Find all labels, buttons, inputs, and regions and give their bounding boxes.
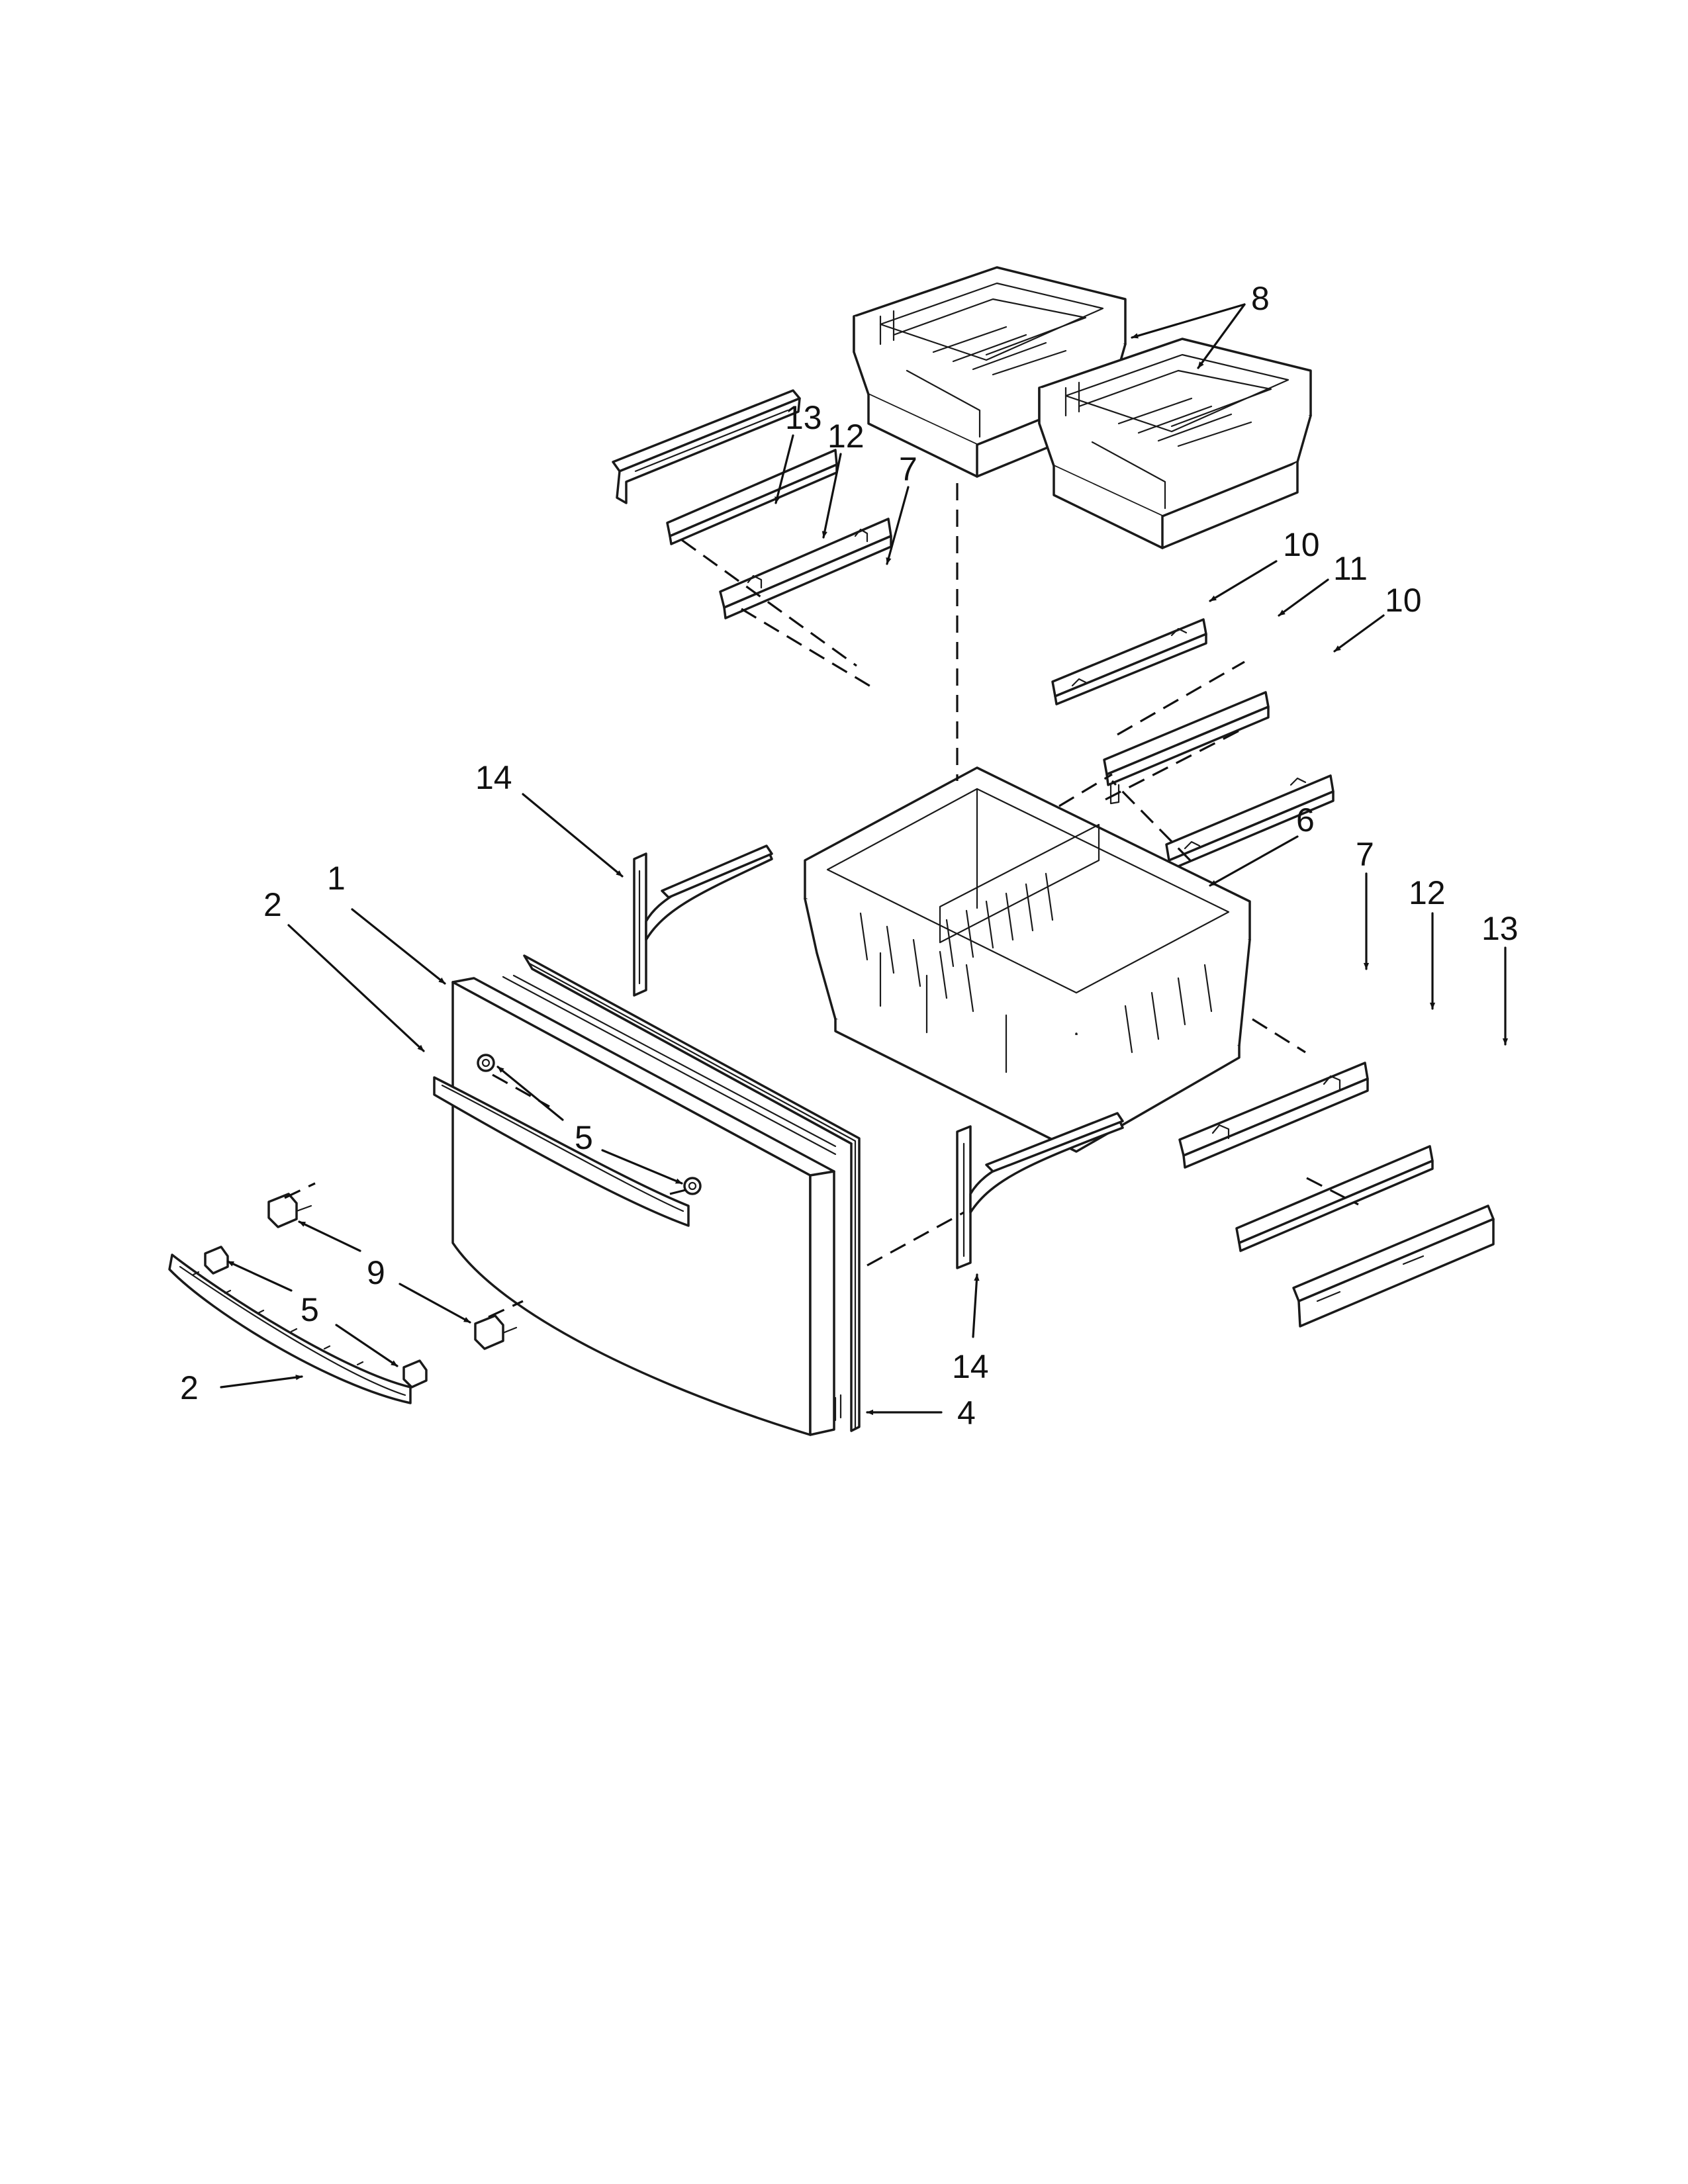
callout-label: 7: [899, 451, 917, 488]
callout-label: 7: [1356, 836, 1374, 873]
callout-label: 12: [1409, 874, 1446, 911]
callout-5-lower: 5: [226, 1260, 399, 1367]
slide-rail-right-10-upper: [1051, 618, 1207, 705]
callout-11: 11: [1278, 550, 1368, 617]
callout-7-right: 7: [1356, 836, 1374, 970]
slide-rail-left-upper: [666, 449, 838, 545]
slide-rail-right-10-lower: [1165, 774, 1335, 871]
callout-8: 8: [1131, 280, 1270, 369]
crisper-bin-left: [853, 266, 1127, 478]
callout-5-upper: 5: [496, 1066, 683, 1185]
callout-1: 1: [327, 860, 446, 985]
callout-label: 8: [1251, 280, 1270, 317]
callout-6: 6: [1209, 801, 1315, 887]
crisper-bin-right: [1038, 338, 1312, 549]
callout-4: 4: [866, 1394, 976, 1432]
callout-7-left: 7: [886, 451, 917, 565]
callout-label: 13: [1481, 910, 1519, 947]
callout-label: 1: [327, 860, 346, 897]
callout-14-lower: 14: [952, 1273, 989, 1385]
callout-10-lower: 10: [1333, 582, 1422, 653]
slide-rail-cap-left-upper: [612, 389, 801, 504]
door-gasket: [523, 954, 861, 1432]
handle-screw-upper-left: [477, 1054, 495, 1072]
drawer-bracket-lower: [956, 1112, 1124, 1269]
callout-label: 14: [475, 759, 512, 796]
handle-screw-lower-right: [402, 1359, 428, 1388]
assembly-lines: [284, 483, 1359, 1318]
handle-screw-upper-right: [683, 1177, 702, 1195]
callout-label: 4: [957, 1394, 976, 1432]
slide-rail-cap-right-lower: [1292, 1205, 1495, 1328]
slide-left-upper: [719, 518, 892, 619]
handle-stud-lower: [474, 1314, 518, 1350]
callout-10-upper: 10: [1209, 526, 1320, 602]
callout-13-left: 13: [774, 399, 822, 504]
callout-label: 12: [827, 418, 865, 455]
callout-label: 14: [952, 1348, 989, 1385]
handle-stud-upper: [267, 1193, 312, 1228]
callout-2-upper: 2: [263, 886, 425, 1052]
freezer-drawer-front: [451, 974, 837, 1436]
callout-label: 6: [1296, 801, 1315, 839]
callout-13-right: 13: [1481, 910, 1519, 1046]
callout-label: 5: [575, 1119, 593, 1156]
door-handle-upper: [433, 1076, 690, 1227]
callout-label: 10: [1283, 526, 1320, 563]
callout-label: 13: [785, 399, 822, 436]
callout-label: 5: [301, 1291, 319, 1328]
slide-rail-right-11: [1103, 691, 1270, 805]
door-handle-lower: [168, 1253, 412, 1404]
drawer-bracket-upper: [633, 844, 773, 997]
callout-label: 2: [180, 1369, 199, 1406]
callout-2-lower: 2: [180, 1369, 303, 1406]
slide-rail-right-lower: [1235, 1145, 1434, 1252]
callout-14-upper: 14: [475, 759, 624, 878]
callout-label: 9: [367, 1254, 385, 1291]
callout-9: 9: [298, 1220, 471, 1324]
callout-label: 11: [1333, 550, 1368, 587]
callout-label: 2: [263, 886, 282, 923]
slide-right-lower: [1178, 1062, 1369, 1169]
freezer-basket: [804, 766, 1251, 1153]
handle-screw-lower-left: [204, 1246, 229, 1275]
callout-label: 10: [1385, 582, 1422, 619]
callout-12-right: 12: [1409, 874, 1446, 1010]
callout-12-left: 12: [821, 418, 865, 539]
